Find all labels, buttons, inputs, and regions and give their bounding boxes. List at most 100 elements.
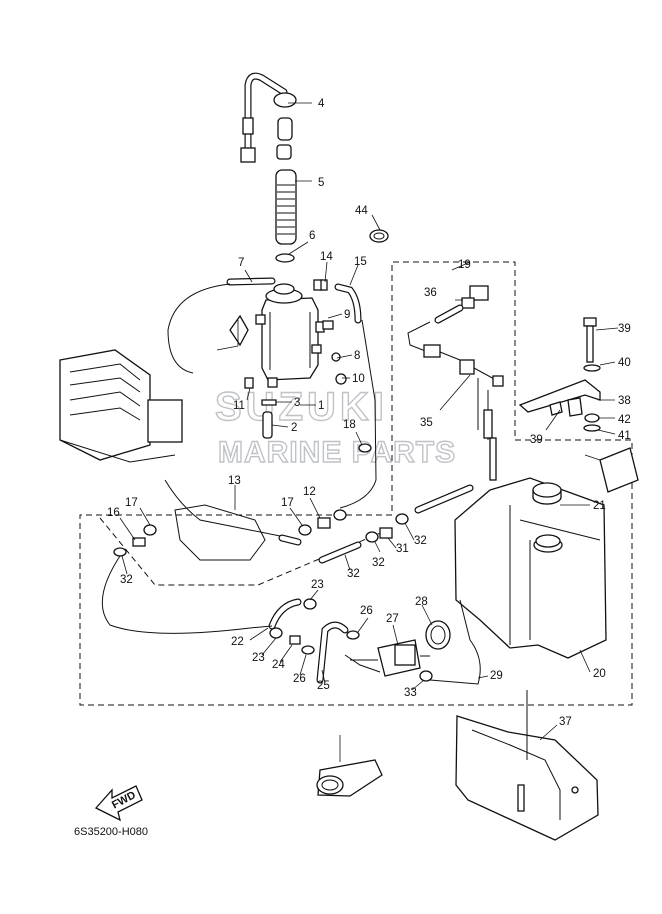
- callout-8: 8: [354, 350, 360, 362]
- callout-34: 36: [424, 287, 437, 299]
- part-30-fitting: [379, 527, 393, 539]
- engine-block: [59, 349, 183, 463]
- leader-lines: [119, 102, 619, 762]
- part-29-hose: [429, 599, 481, 685]
- callout-36: 38: [618, 395, 631, 407]
- fwd-arrow: FWD: [94, 785, 143, 822]
- callout-40: 42: [618, 414, 631, 426]
- callout-1: 1: [318, 400, 324, 412]
- callout-32a: 32: [120, 574, 133, 586]
- part-3-bolt: [261, 399, 277, 406]
- part-21-fuel-cap: [532, 482, 562, 505]
- part-17-clip-a: [143, 524, 157, 536]
- part-15-hose: [334, 283, 377, 509]
- part-fuel-hose-upper: [414, 484, 474, 514]
- clip-parts: [113, 509, 433, 682]
- part-11-fitting: [244, 377, 254, 389]
- callout-32c: 32: [414, 535, 427, 547]
- part-5-filter: [275, 169, 297, 245]
- part-6-washer: [275, 253, 295, 263]
- callout-27: 27: [386, 613, 399, 625]
- watermark-line1: SUZUKI: [215, 385, 388, 429]
- callout-16: 16: [107, 507, 120, 519]
- callout-17b: 17: [281, 497, 294, 509]
- callout-32d: 33: [404, 687, 417, 699]
- callout-41: 44: [355, 205, 368, 217]
- callout-2: 2: [291, 422, 297, 434]
- callout-4: 4: [318, 98, 325, 110]
- part-43-label: [599, 447, 639, 493]
- part-34-wire-connector: [407, 285, 489, 358]
- part-25-hose: [316, 621, 349, 684]
- callout-33: 35: [420, 417, 433, 429]
- part-40-nut: [584, 413, 600, 423]
- part-17-clip-b: [298, 524, 312, 536]
- part-44-filter-pouch: [316, 759, 383, 797]
- callout-20: 20: [593, 668, 606, 680]
- callout-26a: 26: [293, 673, 306, 685]
- callout-30: 31: [396, 543, 409, 555]
- callout-3: 3: [294, 397, 300, 409]
- part-28-filter-cup: [425, 620, 451, 650]
- fuel-reservoir: [255, 279, 325, 388]
- callout-14: 14: [320, 251, 333, 263]
- part-14-fitting: [320, 279, 328, 291]
- callout-32b: 32: [372, 557, 385, 569]
- part-13-hose: [164, 479, 302, 546]
- part-41-clip: [369, 229, 389, 243]
- part-35-bracket: [455, 690, 599, 841]
- callout-9: 9: [344, 309, 350, 321]
- part-9-fitting: [322, 320, 334, 330]
- callout-22: 22: [231, 636, 244, 648]
- part-23-clip-a: [303, 598, 317, 610]
- callout-6: 6: [309, 230, 315, 242]
- part-18-grommet: [358, 443, 372, 453]
- part-12-fitting: [317, 517, 331, 529]
- part-32-clip-c: [395, 513, 409, 525]
- part-22-hose: [268, 598, 302, 630]
- callout-37: 39: [530, 434, 543, 446]
- callout-12: 12: [303, 486, 316, 498]
- callout-39b: 41: [618, 430, 631, 442]
- part-38-bolt: [583, 317, 597, 363]
- callout-17a: 17: [125, 497, 138, 509]
- part-26-clip-a: [301, 645, 315, 655]
- part-10-fitting: [335, 373, 347, 385]
- callout-31: 32: [347, 568, 360, 580]
- part-20-fuel-tank: [454, 477, 607, 659]
- part-clip-upper: [333, 509, 347, 521]
- part-39-washer-upper: [583, 364, 601, 372]
- callout-23b: 23: [252, 652, 265, 664]
- callout-25: 25: [317, 680, 330, 692]
- callout-39a: 40: [618, 357, 631, 369]
- part-39-washer-lower: [583, 424, 601, 432]
- part-4-fuel-connector: [240, 72, 297, 163]
- part-16-fitting: [132, 537, 146, 547]
- part-32-clip-b: [365, 531, 379, 543]
- part-8-fitting: [331, 352, 341, 362]
- callout-28: 28: [415, 596, 428, 608]
- callout-labels: 4 5 6 44 7 14 15 19 36 9 8 10 11 3 1 2 1…: [107, 98, 631, 728]
- fuel-line-left-loop: [101, 552, 273, 634]
- watermark: SUZUKI MARINE PARTS: [214, 384, 456, 469]
- part-24-fitting: [289, 635, 301, 645]
- callout-18: 18: [343, 419, 356, 431]
- engine-side-housing: [174, 504, 266, 561]
- callout-29: 29: [490, 670, 503, 682]
- vent-tube-loop: [167, 283, 231, 374]
- watermark-line2: MARINE PARTS: [218, 436, 456, 469]
- part-23-clip-b: [269, 627, 283, 639]
- callout-21: 21: [593, 500, 606, 512]
- callout-13: 13: [228, 475, 241, 487]
- callout-24: 24: [272, 659, 285, 671]
- part-32-clip-a: [113, 547, 127, 557]
- callout-35: 37: [559, 716, 572, 728]
- callout-10: 10: [352, 373, 365, 385]
- callout-38: 39: [618, 323, 631, 335]
- callout-11: 11: [233, 400, 245, 412]
- callout-26b: 26: [360, 605, 373, 617]
- part-27-fuel-pump: [344, 639, 430, 677]
- part-2-pin: [262, 411, 273, 439]
- callout-23a: 23: [311, 579, 324, 591]
